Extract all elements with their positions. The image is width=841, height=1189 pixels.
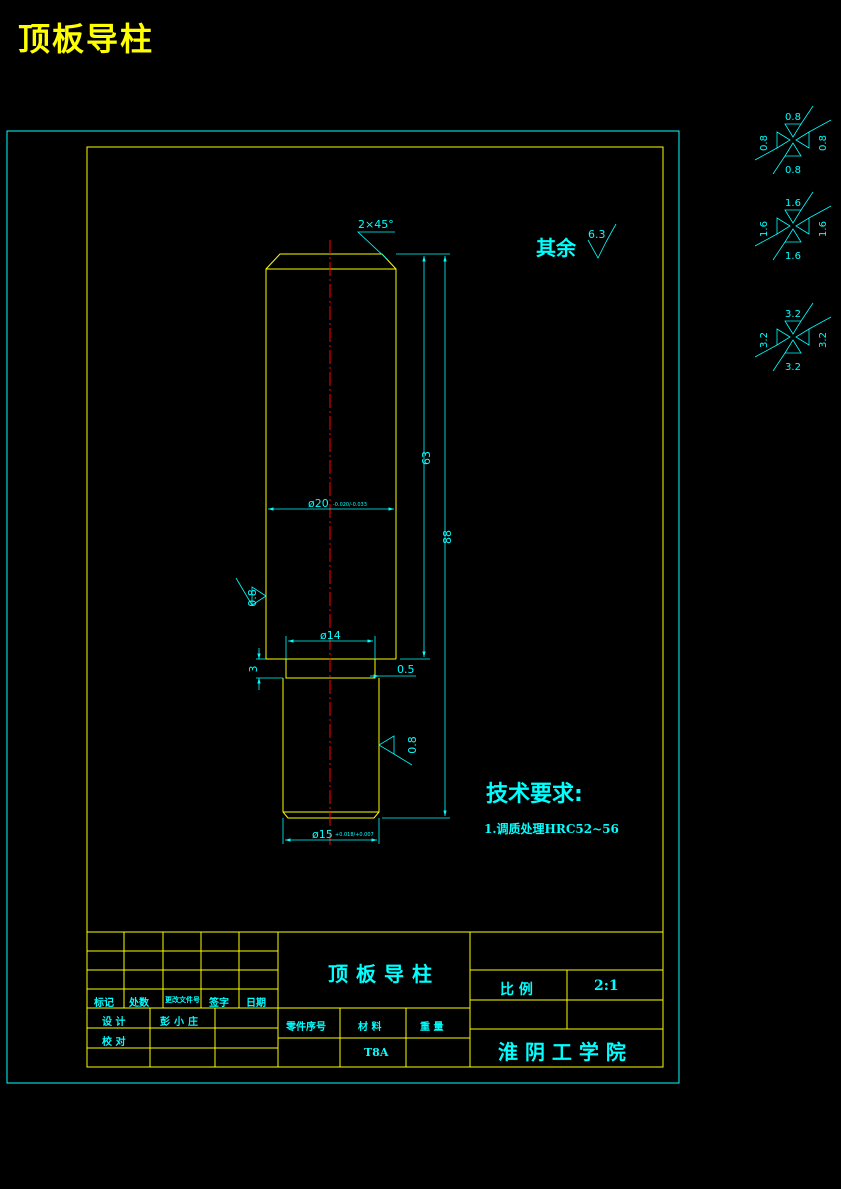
- outer-frame: [6, 130, 680, 1084]
- page-title: 顶板导柱: [18, 20, 155, 58]
- school-name: 淮 阴 工 学 院: [498, 1040, 626, 1064]
- weight-label: 重 量: [420, 1022, 444, 1033]
- chamfer-label: 2×45°: [358, 218, 394, 231]
- material-value: T8A: [364, 1046, 389, 1059]
- roughness-legend-value: 3.2: [785, 309, 801, 320]
- header-count: 处数: [129, 998, 149, 1009]
- tech-requirement-item: 1.调质处理HRC52~56: [484, 822, 619, 836]
- roughness-legend-symbol: 0.8 0.8 0.8 0.8: [754, 105, 832, 176]
- title-block: [87, 931, 663, 1067]
- header-date: 日期: [246, 998, 266, 1009]
- part-no-label: 零件序号: [286, 1022, 326, 1033]
- remaining-roughness-label: 其余: [536, 236, 576, 260]
- material-label: 材 料: [358, 1022, 382, 1033]
- roughness-legend-value: 0.8: [785, 165, 801, 176]
- header-mark: 标记: [94, 998, 114, 1009]
- roughness-legend-value: 3.2: [785, 362, 801, 373]
- roughness-legend-value: 3.2: [759, 332, 770, 348]
- dim-63-label: 63: [420, 451, 433, 465]
- dim-88-label: 88: [441, 530, 454, 544]
- dim-d20-label: ø20: [308, 497, 329, 510]
- designer-name: 彭小庄: [160, 1017, 202, 1028]
- roughness-lower-label: 0.8: [406, 736, 419, 754]
- roughness-legend-value: 1.6: [759, 221, 770, 237]
- roughness-legend-symbol: 3.2 3.2 3.2 3.2: [754, 302, 832, 373]
- design-label: 设 计: [102, 1017, 126, 1028]
- check-label: 校 对: [102, 1037, 126, 1048]
- dim-3-label: 3: [247, 666, 260, 673]
- roughness-legend-value: 3.2: [818, 332, 829, 348]
- roughness-symbol-lower: [378, 735, 413, 766]
- chamfer-leader: [356, 231, 395, 261]
- inner-frame: [86, 146, 664, 1068]
- roughness-main-label: 0.8: [246, 589, 259, 607]
- part-name: 顶板导柱: [328, 962, 440, 986]
- remaining-roughness-symbol: [587, 223, 617, 259]
- dim-d15-tol: +0.018/+0.007: [335, 832, 374, 838]
- part-outline: [265, 253, 397, 819]
- dim-d20-tol: -0.020/-0.033: [333, 502, 367, 508]
- tech-requirements-title: 技术要求:: [486, 782, 583, 807]
- header-change-doc: 更改文件号: [165, 995, 200, 1004]
- roughness-legend-value: 0.8: [759, 135, 770, 151]
- roughness-legend-value: 0.8: [818, 135, 829, 151]
- roughness-legend-value: 1.6: [818, 221, 829, 237]
- roughness-legend: 0.8 0.8 0.8 0.8 1.6 1.6 1.6 1.6 3.2 3.2 3.2 3.2: [754, 105, 832, 373]
- remaining-roughness-value: 6.3: [588, 228, 606, 241]
- scale-label: 比 例: [500, 982, 533, 998]
- roughness-legend-value: 1.6: [785, 198, 801, 209]
- scale-value: 2:1: [594, 978, 619, 994]
- roughness-legend-symbol: 1.6 1.6 1.6 1.6: [754, 191, 832, 262]
- roughness-symbol-main: [235, 577, 267, 606]
- dim-d15-label: ø15: [312, 828, 333, 841]
- dim-05-label: 0.5: [397, 663, 415, 676]
- roughness-legend-value: 1.6: [785, 251, 801, 262]
- roughness-legend-value: 0.8: [785, 112, 801, 123]
- dim-d14-label: ø14: [320, 629, 341, 642]
- header-sign: 签字: [209, 998, 229, 1009]
